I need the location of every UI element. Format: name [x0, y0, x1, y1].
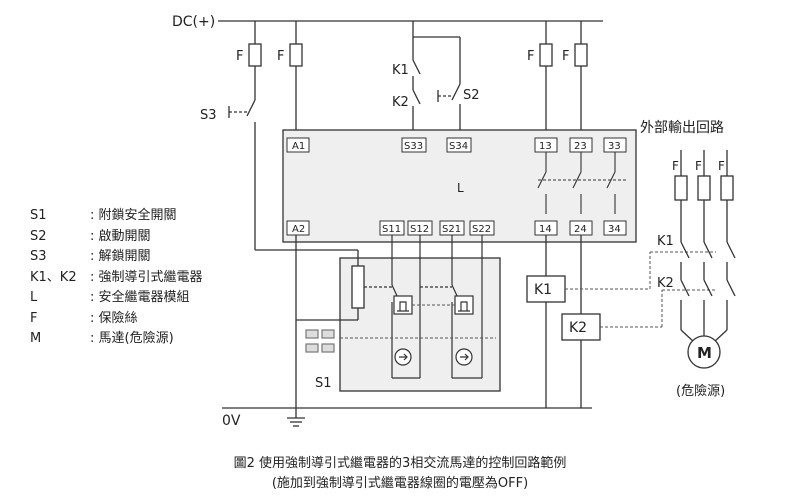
terminal-a2: A2 [292, 224, 305, 235]
fuse-label: F [562, 49, 569, 64]
zero-v-rail [222, 235, 592, 427]
legend-desc: : 保險絲 [90, 310, 138, 326]
hazard-label: (危險源) [676, 384, 725, 399]
coil-wires [545, 235, 582, 408]
s1-channel-2 [420, 235, 483, 379]
legend-desc: : 安全繼電器模組 [90, 290, 190, 305]
module-center-label: L [457, 181, 464, 195]
motor-label: M [697, 344, 712, 362]
legend-key: S2 [30, 228, 47, 244]
terminal-34: 34 [608, 224, 621, 235]
arrow-glyph [460, 353, 469, 361]
terminal-s34: S34 [449, 141, 468, 152]
wires-to-module [254, 66, 582, 138]
dc-plus-label: DC(+) [172, 14, 215, 30]
dc-plus-rail [218, 20, 603, 44]
s3-label: S3 [200, 108, 217, 123]
solenoid [296, 250, 365, 321]
output-fuse-label-3: F [718, 159, 725, 173]
k2-coil [561, 313, 601, 341]
coil-linkage [565, 251, 716, 328]
fuse-label: F [236, 49, 243, 64]
legend: S1 : 附鎖安全開關 S2 : 啟動開關 S3 : 解鎖開關 K1、K2 : 強制導引… [30, 206, 203, 350]
top-terminals: A1 S33 S34 13 23 33 [286, 137, 627, 153]
k1-contact-label: K1 [392, 63, 409, 78]
legend-row: S2 : 啟動開關 [30, 227, 203, 248]
legend-key: S3 [30, 249, 47, 264]
legend-row: S3 : 解鎖開關 [30, 247, 203, 268]
terminal-s11: S11 [382, 224, 401, 235]
output-k1-label: K1 [657, 234, 674, 249]
output-fuses: F F F [672, 159, 734, 201]
terminal-23: 23 [574, 141, 587, 152]
terminal-24: 24 [574, 224, 587, 235]
s1-label: S1 [315, 376, 332, 391]
s3-unlock-switch [228, 99, 358, 251]
legend-desc: : 附鎖安全開關 [90, 208, 177, 223]
s1-linkage [340, 304, 496, 339]
legend-desc: : 馬達(危險源) [90, 331, 174, 346]
fuse-top-2: F [277, 43, 303, 67]
key-glyph [458, 301, 470, 312]
legend-key: L [30, 290, 38, 305]
k1-coil [526, 275, 566, 303]
terminal-s21: S21 [442, 224, 461, 235]
legend-row: K1、K2 : 強制導引式繼電器 [30, 268, 203, 289]
module-output-contacts [537, 152, 626, 214]
key-glyph [397, 301, 409, 312]
legend-row: S1 : 附鎖安全開關 [30, 206, 203, 227]
k2-coil-label: K2 [569, 320, 587, 336]
output-fuse-label-1: F [672, 159, 679, 173]
legend-desc: : 啟動開關 [90, 228, 151, 244]
s2-label: S2 [463, 88, 480, 103]
terminal-33: 33 [608, 141, 621, 152]
terminal-a1: A1 [292, 141, 305, 152]
legend-desc: : 強制導引式繼電器 [90, 269, 203, 285]
legend-key: M [30, 331, 42, 346]
output-fuse-label-2: F [695, 159, 702, 173]
motor-icon [687, 335, 721, 369]
k2-contact-label: K2 [392, 95, 409, 110]
legend-key: K1、K2 [30, 269, 77, 285]
zero-v-label: 0V [222, 413, 241, 429]
legend-row: L : 安全繼電器模組 [30, 288, 203, 309]
terminal-14: 14 [539, 224, 552, 235]
fuse-label: F [527, 49, 534, 64]
fuse-top-1: F [236, 43, 262, 67]
legend-key: F [30, 310, 38, 326]
fuse-label: F [277, 49, 284, 64]
legend-row: F : 保險絲 [30, 309, 203, 330]
s1-actuator [305, 329, 335, 353]
figure-caption-subtitle: (施加到強制導引式繼電器線圈的電壓為OFF) [271, 476, 529, 491]
legend-row: M : 馬達(危險源) [30, 329, 203, 350]
k1-coil-label: K1 [534, 282, 552, 298]
figure-caption: 圖2 使用強制導引式繼電器的3相交流馬達的控制回路範例 [233, 456, 567, 471]
legend-desc: : 解鎖開關 [90, 249, 151, 264]
output-phase-lines [680, 150, 736, 343]
terminal-s22: S22 [472, 224, 491, 235]
terminal-s33: S33 [404, 141, 423, 152]
arrow-glyph [399, 353, 408, 361]
fuse-top-4: F [562, 43, 588, 67]
legend-key: S1 [30, 208, 47, 223]
bottom-terminals: A2 S11 S12 S21 S22 14 24 34 [286, 220, 627, 236]
k1-k2-s2-loop [412, 36, 461, 138]
fuse-top-3: F [527, 43, 553, 67]
output-k2-label: K2 [657, 276, 674, 291]
output-circuit-title: 外部輸出回路 [640, 120, 724, 136]
terminal-13: 13 [539, 141, 552, 152]
terminal-s12: S12 [410, 224, 429, 235]
